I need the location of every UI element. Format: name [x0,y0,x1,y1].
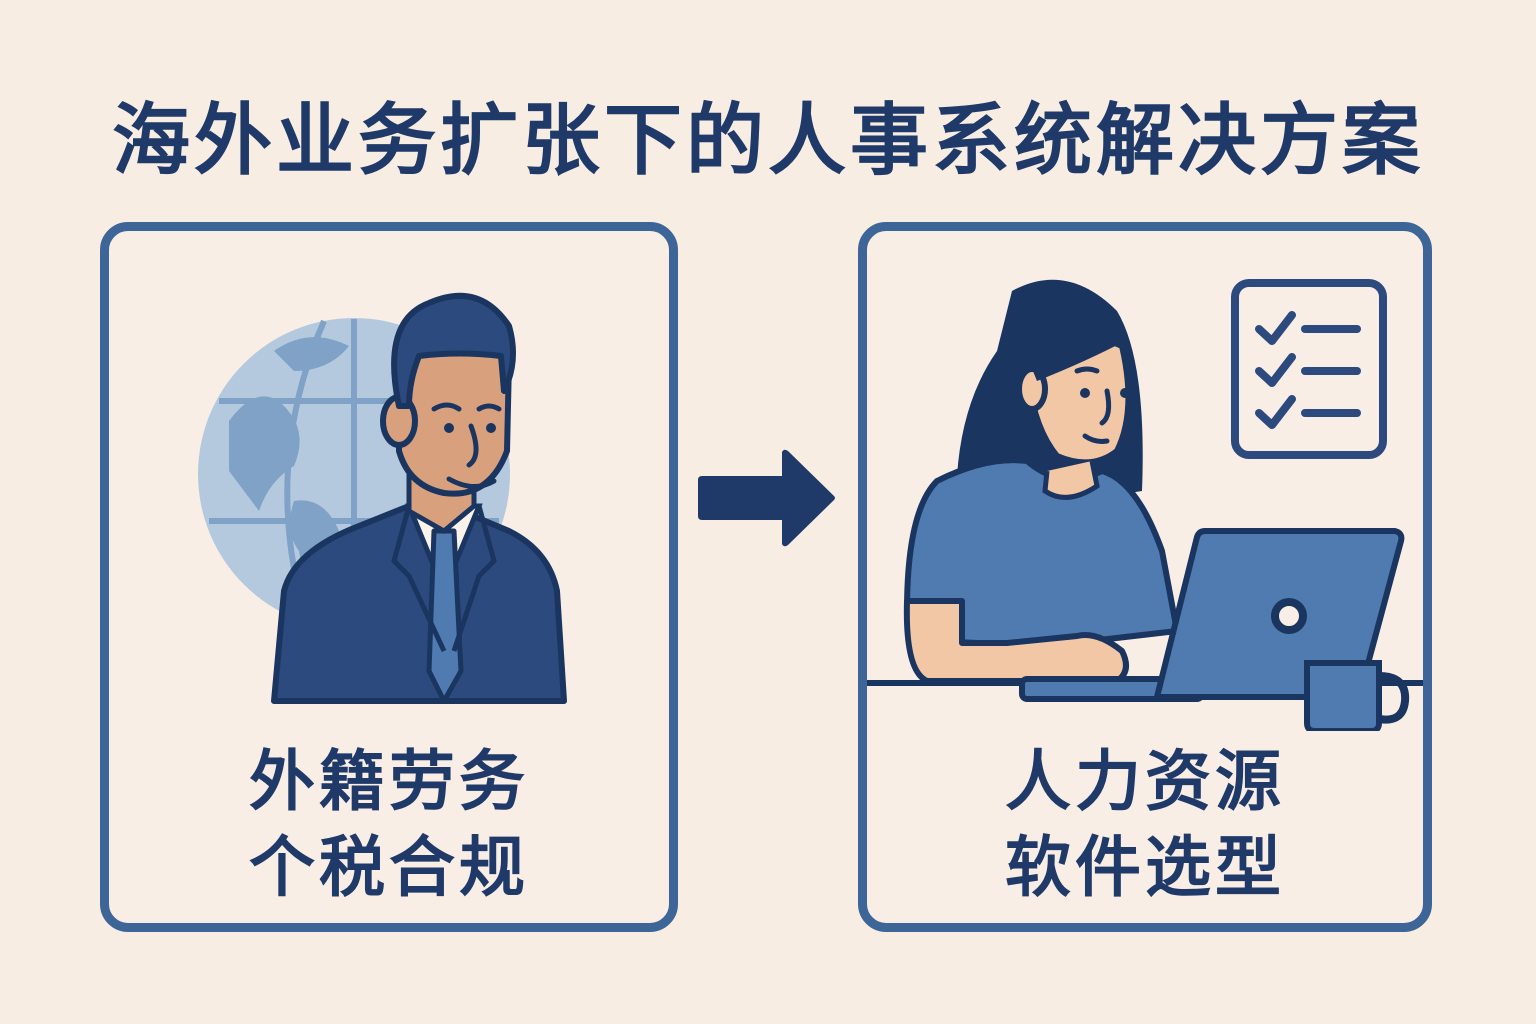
panel-label-hr-software: 人力资源 软件选型 [867,739,1423,911]
panel-label-foreign-labor-tax: 外籍劳务 个税合规 [109,739,669,911]
label-line-1: 外籍劳务 [249,743,529,820]
right-arrow-icon [698,449,835,547]
label-line-2: 个税合规 [249,829,529,906]
woman-laptop-illustration [867,279,1423,731]
label-line-2: 软件选型 [1005,829,1285,906]
panel-foreign-labor-tax: 外籍劳务 个税合规 [100,222,678,932]
label-line-1: 人力资源 [1005,743,1285,820]
panel-hr-software-selection: 人力资源 软件选型 [858,222,1432,932]
checklist-icon [1231,279,1387,459]
businessman-globe-illustration [198,292,567,704]
page-title: 海外业务扩张下的人事系统解决方案 [111,96,1424,186]
